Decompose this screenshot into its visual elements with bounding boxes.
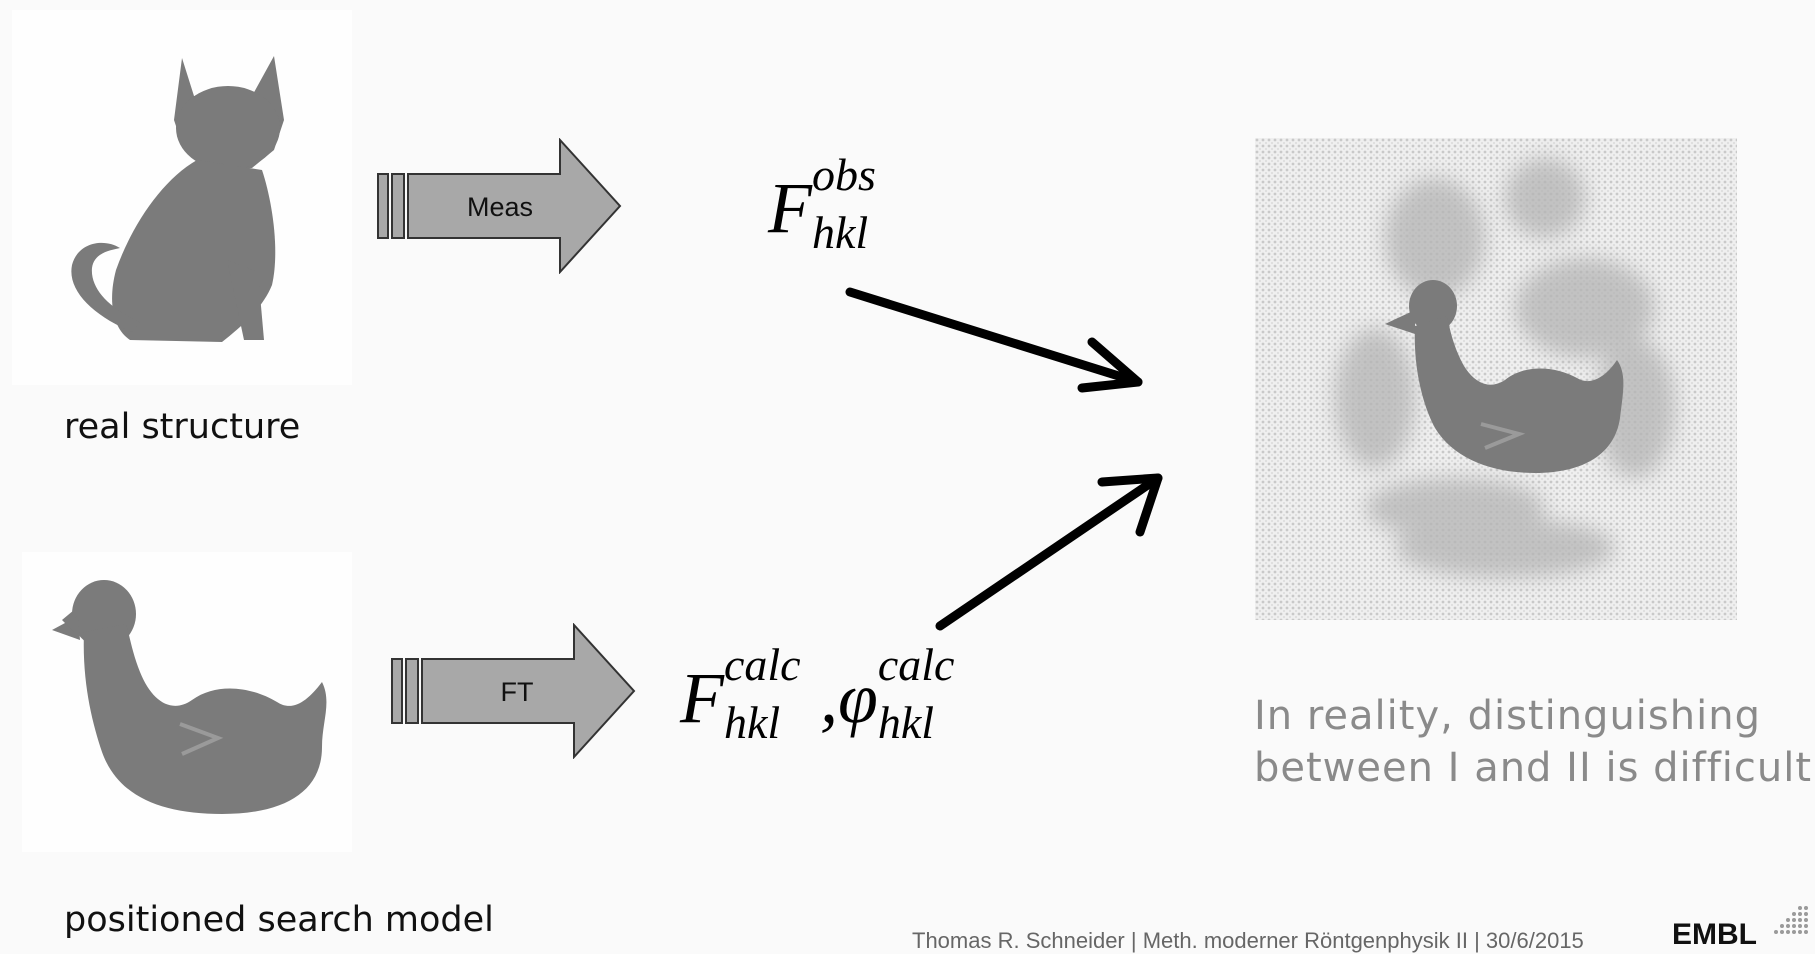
- embl-logo: EMBL: [1672, 918, 1757, 951]
- f-obs-sub: hkl: [811, 207, 869, 258]
- reality-caption-line1: In reality, distinguishing: [1254, 693, 1761, 739]
- meas-label: Meas: [466, 192, 534, 222]
- phi-calc-sub: hkl: [877, 697, 935, 748]
- footer-text: Thomas R. Schneider | Meth. moderner Rön…: [912, 928, 1584, 953]
- phi-calc-base: φ: [837, 658, 878, 738]
- search-model-caption: positioned search model: [64, 900, 494, 940]
- real-structure-caption: real structure: [64, 407, 301, 447]
- duck-image: [22, 552, 352, 852]
- obs-arrow-line: [845, 287, 1143, 387]
- ft-arrow: [391, 623, 636, 759]
- embl-dots-icon: [1774, 906, 1808, 934]
- obs-arrow-head: [1077, 337, 1143, 393]
- calc-arrow-line: [935, 473, 1163, 631]
- reality-caption-line2: between I and II is difficult: [1254, 745, 1813, 791]
- converging-arrows: [845, 287, 1163, 631]
- cat-silhouette: [71, 56, 284, 342]
- phi-calc-sup: calc: [877, 639, 955, 690]
- meas-arrow: [377, 138, 622, 274]
- f-obs-sup: obs: [811, 149, 876, 200]
- density-map-image: [1255, 138, 1737, 620]
- f-calc-sup: calc: [723, 639, 801, 690]
- calc-arrow-head: [1097, 473, 1163, 537]
- duck-silhouette: [52, 580, 327, 814]
- f-calc-base: F: [680, 658, 724, 738]
- f-obs-base: F: [768, 168, 812, 248]
- density-duck-silhouette: [1385, 280, 1624, 473]
- ft-label: FT: [500, 677, 534, 707]
- cat-image: [12, 10, 352, 385]
- f-calc-separator: ,: [819, 658, 838, 738]
- reality-caption: In reality, distinguishing between I and…: [1254, 690, 1812, 794]
- f-calc-sub: hkl: [723, 697, 781, 748]
